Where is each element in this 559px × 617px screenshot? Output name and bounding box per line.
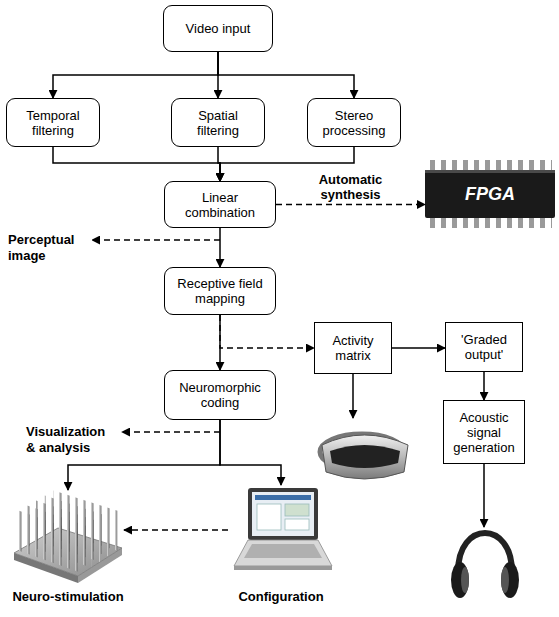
needle-row bbox=[18, 511, 82, 574]
headphone-band bbox=[458, 533, 512, 572]
device-picture: Neuro-stimulation bbox=[12, 490, 124, 605]
node-text: Neuromorphic coding bbox=[169, 380, 271, 410]
chip-highlight bbox=[425, 170, 555, 173]
connector-arrow bbox=[219, 228, 221, 267]
process-box: Linear combination bbox=[164, 181, 276, 228]
node-text: Receptive field mapping bbox=[169, 276, 271, 306]
connector-arrow bbox=[218, 52, 354, 98]
output-box: 'Graded output' bbox=[445, 322, 523, 372]
laptop-screen-frame bbox=[248, 488, 318, 540]
headset-lens bbox=[330, 445, 400, 468]
connector-arrow bbox=[219, 315, 221, 370]
edge-label: Automatic synthesis bbox=[311, 172, 391, 202]
node-text: Temporal filtering bbox=[11, 108, 95, 138]
laptop-edge bbox=[234, 566, 332, 570]
process-box: Receptive field mapping bbox=[164, 267, 276, 315]
window-panel bbox=[285, 504, 309, 516]
ear-cup bbox=[501, 562, 519, 598]
node-text: FPGA bbox=[465, 184, 515, 204]
node-text: Acoustic signal generation bbox=[448, 410, 520, 455]
fpga-chip-node: FPGA bbox=[425, 160, 555, 228]
headphones bbox=[451, 533, 519, 598]
output-box: Acoustic signal generation bbox=[443, 400, 525, 464]
process-box: Spatial filtering bbox=[171, 98, 265, 147]
window-bar bbox=[255, 495, 311, 500]
node-text: Neuro-stimulation bbox=[12, 589, 123, 605]
node-text: Stereo processing bbox=[312, 108, 396, 138]
ear-pad bbox=[461, 567, 469, 593]
ear-cup bbox=[451, 562, 469, 598]
node-text: Activity matrix bbox=[319, 333, 387, 363]
device-picture: Configuration bbox=[228, 485, 334, 605]
note-label: Perceptual image bbox=[8, 232, 92, 264]
connector-arrow bbox=[483, 372, 485, 400]
connector-arrow bbox=[220, 420, 281, 485]
process-box: Stereo processing bbox=[307, 98, 401, 147]
electrode-array bbox=[14, 491, 122, 584]
ear-pad bbox=[501, 567, 509, 593]
node-text: Configuration bbox=[238, 589, 323, 605]
output-box: Activity matrix bbox=[314, 322, 392, 374]
window-panel bbox=[257, 504, 281, 530]
process-box: Neuromorphic coding bbox=[164, 370, 276, 420]
headset-visor bbox=[322, 435, 408, 479]
laptop-screen bbox=[252, 492, 314, 536]
laptop-keyboard bbox=[244, 544, 322, 558]
connector-arrow bbox=[53, 52, 218, 98]
connector-arrow bbox=[276, 204, 425, 206]
input-box: Video input bbox=[163, 5, 273, 52]
video-headset bbox=[320, 434, 408, 479]
leader-arrow bbox=[92, 239, 220, 241]
arrow bbox=[352, 374, 354, 418]
connector-arrow bbox=[124, 529, 228, 531]
chip-body bbox=[425, 170, 555, 218]
window-panel bbox=[285, 519, 309, 530]
node-text: Linear combination bbox=[169, 190, 271, 220]
connector-arrow bbox=[220, 315, 314, 348]
connector-layer bbox=[53, 52, 484, 530]
node-text: Video input bbox=[186, 21, 251, 36]
leader-arrow bbox=[122, 431, 220, 433]
connector-arrow bbox=[392, 347, 445, 349]
node-text: Spatial filtering bbox=[176, 108, 260, 138]
process-box: Temporal filtering bbox=[6, 98, 100, 147]
connector-arrow bbox=[53, 147, 220, 181]
laptop-base bbox=[234, 540, 332, 566]
note-label: Visualization & analysis bbox=[26, 424, 118, 456]
laptop bbox=[234, 488, 332, 570]
arrow bbox=[483, 464, 485, 527]
fpga-chip bbox=[425, 166, 555, 222]
node-text: 'Graded output' bbox=[450, 332, 518, 362]
